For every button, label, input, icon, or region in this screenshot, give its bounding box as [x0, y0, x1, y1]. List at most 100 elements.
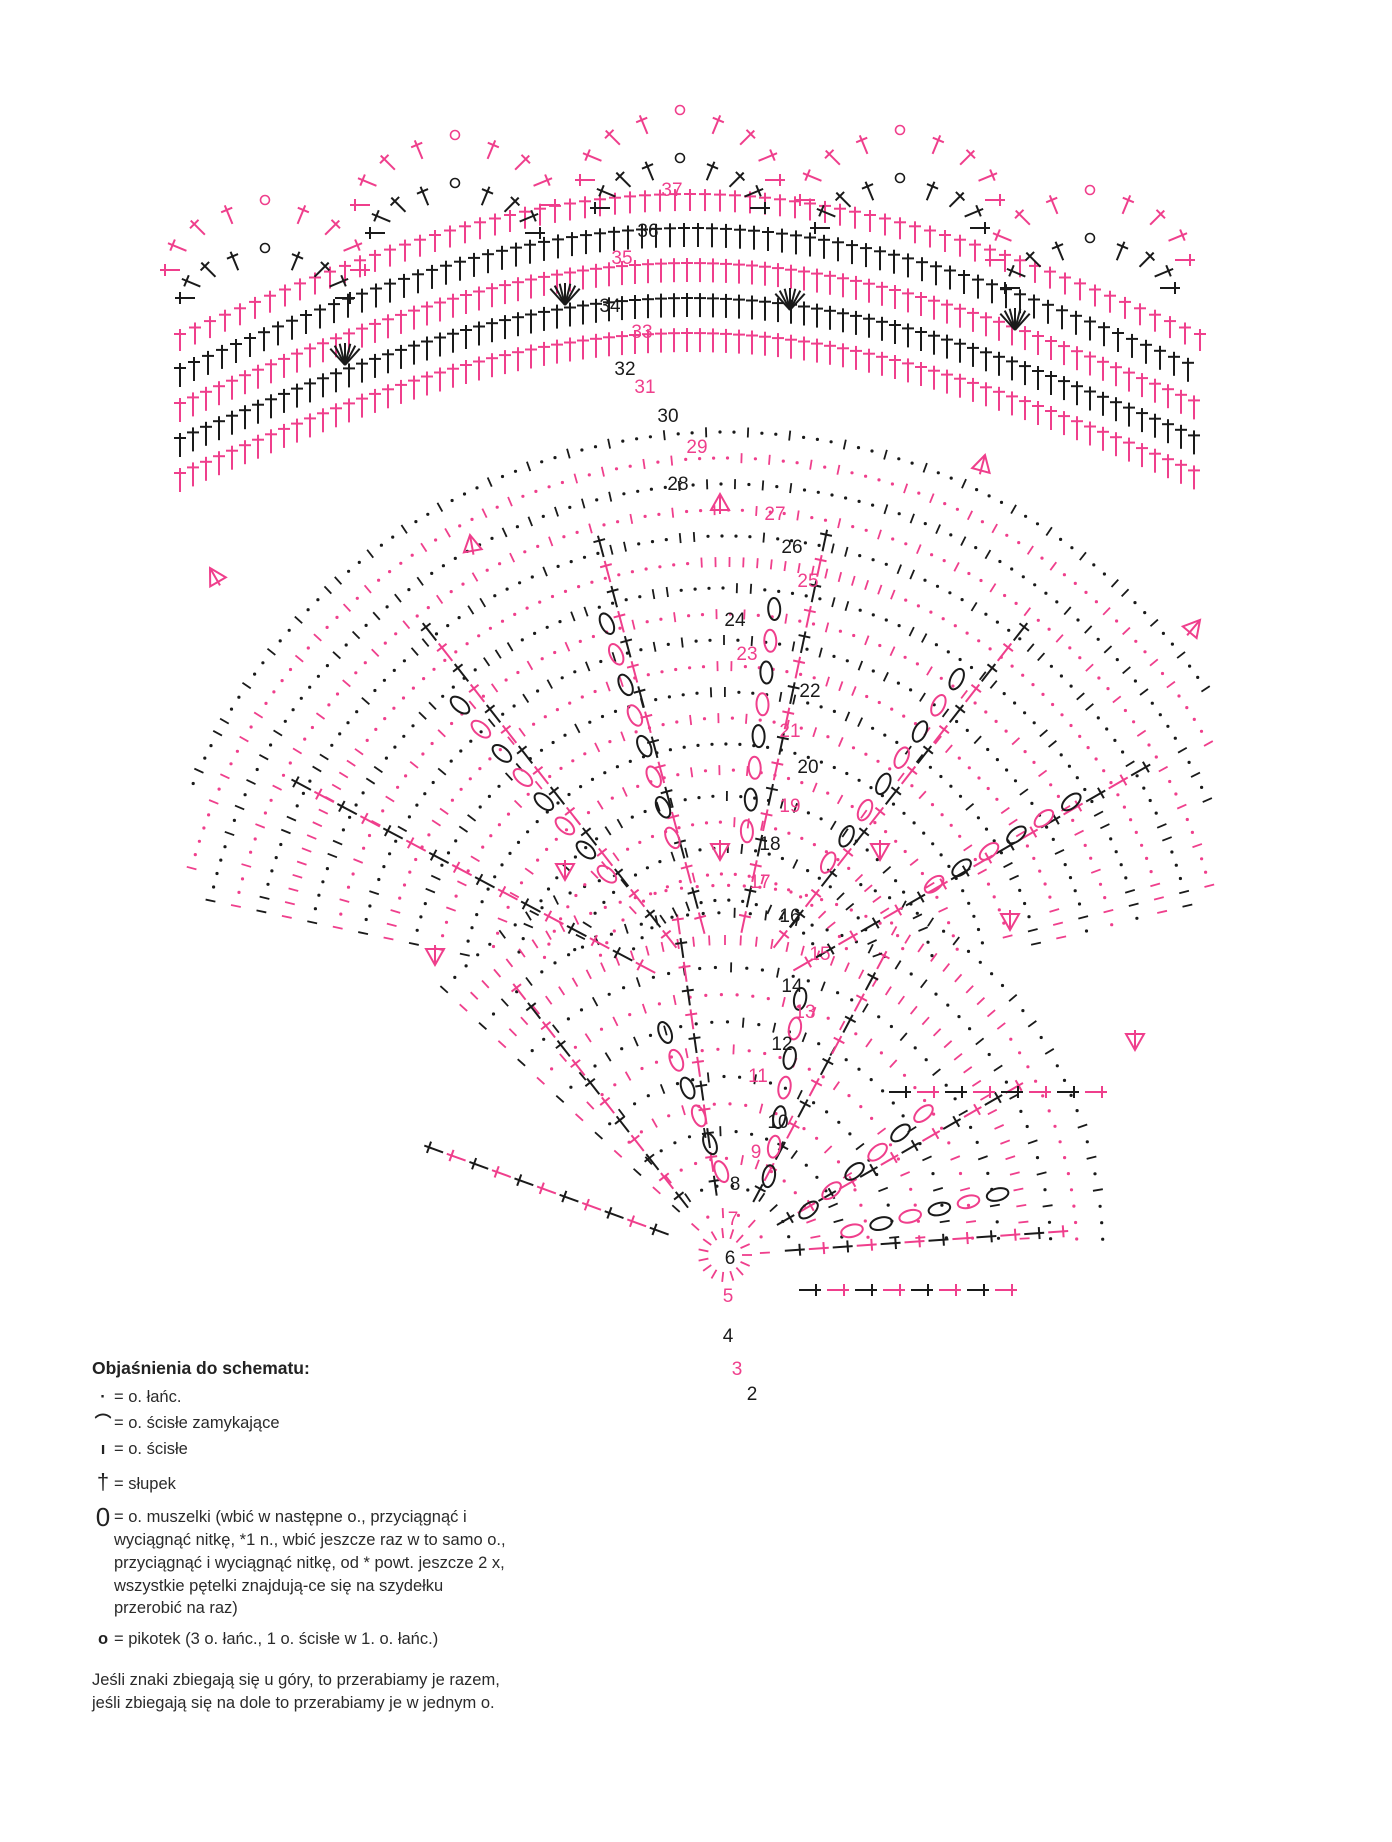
- stitch-stem: [837, 737, 844, 747]
- chain-dot: [457, 616, 461, 620]
- chain-dot: [638, 595, 642, 599]
- single-crochet-mark: [445, 906, 457, 912]
- stitch-bar: [410, 141, 423, 149]
- single-crochet-mark: [566, 448, 571, 459]
- single-crochet-mark: [692, 936, 696, 947]
- single-crochet-mark: [754, 936, 758, 947]
- shell-stitch-mark: [856, 798, 874, 822]
- chain-dot: [1188, 664, 1192, 668]
- stitch-stem: [1139, 688, 1149, 696]
- single-crochet-mark: [977, 1155, 988, 1161]
- stitch-stem: [794, 656, 802, 679]
- double-crochet-mark: [808, 1077, 823, 1097]
- stitch-stem: [223, 204, 234, 225]
- single-crochet-mark: [884, 986, 892, 996]
- single-crochet-mark: [836, 464, 841, 475]
- double-crochet-mark: [1188, 430, 1200, 455]
- double-crochet-mark: [510, 983, 527, 1001]
- single-crochet-mark: [671, 507, 675, 518]
- stitch-stem: [520, 900, 541, 913]
- single-crochet-mark: [897, 772, 905, 782]
- chain-dot: [640, 1066, 644, 1071]
- chain-dot: [913, 1203, 917, 1207]
- stitch-bar: [681, 988, 694, 993]
- stitch-stem: [819, 1056, 832, 1076]
- chain-dot: [288, 667, 293, 672]
- chain-dot: [571, 759, 575, 763]
- single-crochet-mark: [857, 660, 864, 671]
- double-crochet-mark: [436, 642, 454, 662]
- stitch-stem: [836, 464, 841, 475]
- chain-dot: [1068, 876, 1073, 880]
- single-crochet-mark: [965, 985, 974, 994]
- chain-dot: [534, 489, 538, 493]
- chain-dot: [590, 777, 595, 782]
- single-crochet-mark: [770, 938, 774, 949]
- chain-dot: [811, 942, 815, 946]
- single-crochet-mark: [754, 1159, 760, 1170]
- stitch-stem: [1112, 695, 1122, 704]
- chain-dot: [446, 624, 450, 628]
- single-crochet-mark: [943, 1040, 953, 1049]
- chain-dot: [272, 690, 276, 694]
- double-crochet-mark: [1097, 356, 1109, 381]
- double-crochet-mark: [1032, 366, 1044, 390]
- stitch-stem: [943, 1040, 953, 1049]
- single-crochet-mark: [526, 461, 532, 472]
- stitch-stem: [1150, 882, 1161, 888]
- stitch-stem: [359, 815, 381, 828]
- single-crochet-mark: [1136, 729, 1147, 737]
- chain-dot: [1102, 769, 1106, 773]
- single-crochet-mark: [691, 872, 696, 883]
- double-crochet-mark: [792, 956, 813, 972]
- stitch-bar: [1002, 642, 1014, 652]
- chain-dot: [567, 953, 571, 957]
- stitch-stem: [989, 1203, 1000, 1208]
- chain-dot: [255, 767, 259, 772]
- stitch-stem: [671, 1204, 681, 1213]
- chain-dot: [553, 650, 557, 655]
- stitch-stem: [752, 1183, 764, 1203]
- shell-stitch-mark: [751, 724, 766, 749]
- fan-mark: [774, 288, 806, 311]
- stitch-bar: [671, 917, 684, 922]
- single-crochet-mark: [573, 473, 579, 484]
- chain-dot: [1185, 706, 1189, 710]
- stitch-bar: [389, 196, 400, 207]
- single-crochet-mark: [1090, 868, 1101, 874]
- double-crochet-mark: [504, 210, 516, 232]
- stitch-stem: [944, 744, 953, 754]
- shell-stitch-mark: [798, 1200, 819, 1220]
- stitch-bar: [776, 1142, 789, 1151]
- stitch-stem: [371, 648, 380, 658]
- stitch-stem: [1203, 740, 1214, 747]
- chain-dot: [678, 879, 682, 884]
- stitch-stem: [294, 615, 303, 624]
- double-crochet-mark: [421, 301, 433, 326]
- stitch-stem: [527, 516, 533, 527]
- row-number-7: 7: [728, 1209, 739, 1230]
- chain-dot: [1069, 1188, 1074, 1192]
- single-crochet-mark: [529, 909, 540, 917]
- chain-dot: [426, 606, 430, 610]
- chain-dot: [495, 505, 499, 509]
- chain-dot: [695, 691, 699, 695]
- double-crochet-mark: [278, 388, 290, 413]
- stitch-stem: [882, 906, 904, 920]
- single-crochet-mark: [559, 1053, 568, 1063]
- stitch-bar: [426, 1141, 432, 1154]
- row-number-26: 26: [781, 537, 802, 558]
- single-crochet-mark: [903, 483, 909, 494]
- single-crochet-mark: [970, 601, 978, 612]
- single-crochet-mark: [594, 742, 601, 753]
- chain-dot: [849, 908, 853, 912]
- single-crochet-mark: [877, 584, 883, 595]
- stitch-bar: [220, 206, 233, 214]
- double-crochet-mark: [590, 263, 602, 288]
- stitch-bar: [810, 888, 822, 898]
- single-crochet-mark: [877, 1127, 887, 1135]
- stitch-bar: [538, 1182, 545, 1195]
- single-crochet-mark: [909, 1005, 918, 1015]
- chain-dot: [947, 921, 951, 925]
- double-crochet-mark: [824, 270, 836, 295]
